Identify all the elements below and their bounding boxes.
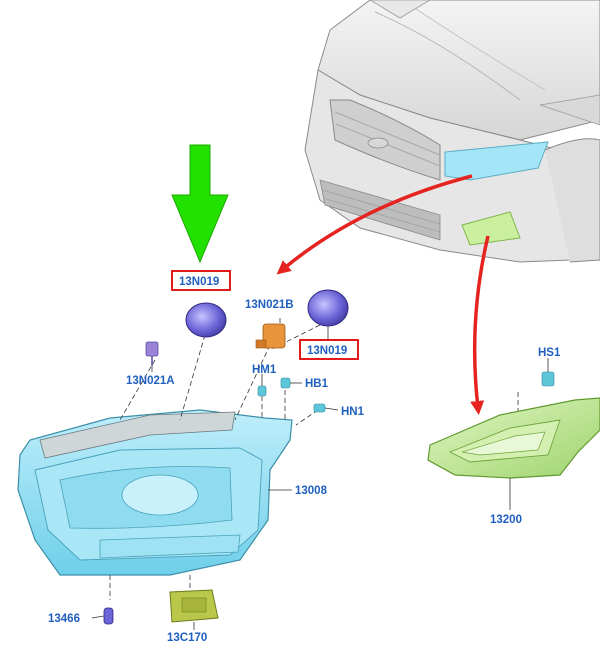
part-13466 <box>103 607 114 625</box>
red-pointer-arrow-icon <box>276 174 473 275</box>
highlight-box-13n019-left <box>171 270 231 291</box>
label-13n021b: 13N021B <box>245 299 294 311</box>
label-13008: 13008 <box>295 485 328 497</box>
bulb-hm1 <box>257 385 267 397</box>
highlight-box-13n019-right <box>299 339 359 360</box>
label-13200: 13200 <box>490 514 522 526</box>
green-down-arrow-icon <box>171 144 229 264</box>
bulb-13n021a <box>145 341 159 366</box>
headlamp-assembly <box>17 409 293 600</box>
fog-lamp-bezel <box>427 397 600 510</box>
label-hb1: HB1 <box>305 378 329 390</box>
bulb-socket-13n021b <box>255 323 286 349</box>
bulb-hs1 <box>541 371 555 387</box>
dust-cap-left <box>185 302 227 338</box>
label-13466: 13466 <box>48 613 80 625</box>
label-hs1: HS1 <box>538 347 561 359</box>
bulb-hb1 <box>280 377 291 389</box>
label-13c170: 13C170 <box>167 632 207 644</box>
module-13c170 <box>169 589 219 623</box>
label-13n021a: 13N021A <box>126 375 175 387</box>
label-13n019-right: 13N019 <box>307 345 347 357</box>
label-13n019-left: 13N019 <box>179 276 219 288</box>
label-hn1: HN1 <box>341 406 365 418</box>
vehicle-front-illustration <box>304 0 600 263</box>
dust-cap-right <box>307 289 349 327</box>
red-pointer-arrow-icon <box>470 235 490 415</box>
label-hm1: HM1 <box>252 364 277 376</box>
bulb-hn1 <box>313 403 326 413</box>
